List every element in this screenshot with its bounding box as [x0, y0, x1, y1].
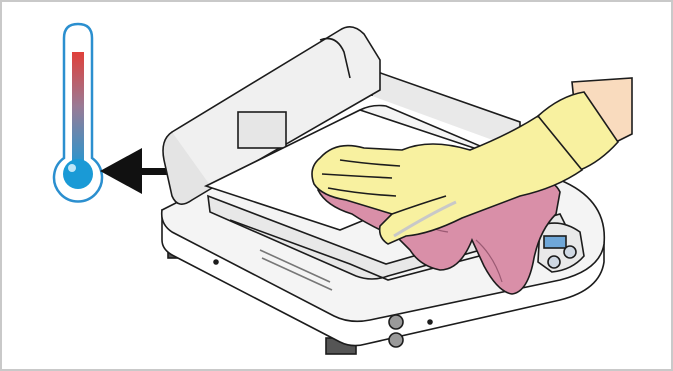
thermometer-icon [54, 24, 102, 201]
